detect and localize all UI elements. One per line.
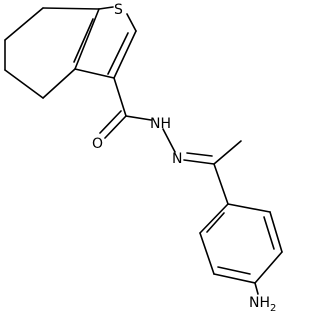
bond-ar6-ar1 — [227, 203, 271, 213]
bond-carbonyl-nh — [125, 115, 152, 121]
bond-c7-c7a — [42, 7, 100, 10]
bond-ar4-nh2 — [254, 282, 259, 295]
bond-n-c-double — [186, 152, 213, 157]
amine-subscript: 2 — [270, 303, 276, 314]
bond-ar5-ar6-double — [263, 216, 275, 250]
bond-c3-carbonyl — [113, 77, 127, 117]
cyclohexane-ring — [4, 7, 100, 99]
amine-atom-label: NH2 — [249, 295, 276, 314]
chemical-structure: S O NH N NH2 — [4, 2, 283, 314]
bond-c7a-s — [98, 6, 114, 10]
bond-c7a-c3a-double — [73, 18, 94, 63]
bond-c-methyl — [213, 140, 242, 165]
bond-n-c — [183, 159, 215, 165]
benzene-ring — [199, 203, 283, 295]
bond-ar1-ar2 — [199, 203, 229, 234]
bond-ar1-ar2-double — [206, 212, 225, 233]
hydrazide-linker — [99, 77, 242, 205]
bond-ar5-ar6 — [269, 211, 283, 253]
bond-ar3-ar4-double — [217, 266, 251, 275]
oxygen-atom-label: O — [92, 136, 103, 152]
bond-ar3-ar4 — [213, 273, 256, 284]
bond-s-c2 — [126, 13, 137, 32]
nh-atom-label: NH — [150, 116, 171, 132]
bond-carbonyl-o — [104, 115, 127, 139]
bond-c7-c6 — [4, 7, 44, 41]
sulfur-atom-label: S — [114, 2, 123, 18]
bond-c4-c3a — [42, 68, 76, 99]
bond-nh-n — [162, 128, 176, 153]
thiophene-ring — [73, 6, 137, 79]
amine-nh-text: NH — [249, 295, 270, 311]
bond-c2-c3 — [113, 30, 137, 79]
bond-c7a-c3a — [74, 8, 100, 70]
nitrogen-atom-label: N — [172, 151, 182, 167]
bond-c-aryl — [213, 163, 229, 205]
bond-carbonyl-o-double — [99, 110, 122, 134]
bond-c2-c3-double — [107, 32, 129, 75]
bond-c3-c3a — [74, 68, 115, 79]
bond-c5-c4 — [4, 69, 44, 99]
bond-ar2-ar3 — [199, 232, 215, 275]
bond-ar4-ar5 — [254, 251, 283, 284]
